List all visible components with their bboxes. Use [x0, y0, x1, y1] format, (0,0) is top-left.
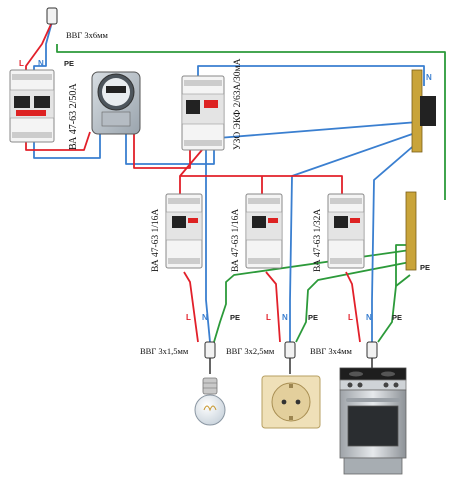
circuit-breaker-2-label: ВА 47-63 1/16А	[231, 209, 241, 272]
circuit-breaker-1-label: ВА 47-63 1/16А	[151, 209, 161, 272]
n-wire-rcd-to-busbar	[197, 65, 425, 86]
supply-cable-label: ВВГ 3х6мм	[66, 30, 109, 40]
l-wire-rcd-to-breakers	[179, 149, 343, 194]
electric-stove-icon	[339, 367, 407, 475]
supply-l-label: L	[19, 59, 24, 68]
circuit-3-pe-label: PE	[392, 313, 402, 322]
cable-sleeve-1	[204, 341, 216, 359]
pe-busbar-label: PE	[420, 263, 430, 272]
rcd-label: УЗО ЭКФ 2/63А/30мА	[233, 58, 243, 150]
l-wire-circuit-1	[183, 271, 199, 343]
circuit-3-cable-label: ВВГ 3х4мм	[310, 346, 353, 356]
circuit-1-cable-label: ВВГ 3х1,5мм	[140, 346, 189, 356]
circuit-2-cable-label: ВВГ 3х2,5мм	[226, 346, 275, 356]
circuit-breaker-2	[245, 193, 283, 269]
n-busbar-label: N	[426, 73, 432, 82]
l-wire-circuit-2	[265, 271, 281, 343]
supply-n-label: N	[38, 59, 44, 68]
socket-icon	[261, 375, 321, 429]
l-wire-meter-to-rcd	[133, 132, 191, 169]
pe-wire-circuit-2	[295, 261, 411, 343]
light-bulb-icon	[194, 377, 226, 426]
supply-cable-end	[46, 7, 58, 25]
circuit-1-pe-label: PE	[230, 313, 240, 322]
cable-sleeve-2	[284, 341, 296, 359]
circuit-breaker-1	[165, 193, 203, 269]
circuit-1-l-label: L	[186, 313, 191, 322]
n-wire-supply	[33, 21, 101, 159]
n-wire-circuit-3	[371, 141, 419, 342]
l-wire-circuit-3	[345, 271, 361, 343]
circuit-breaker-3	[327, 193, 365, 269]
circuit-breaker-3-label: ВА 47-63 1/32А	[313, 209, 323, 272]
circuit-2-l-label: L	[266, 313, 271, 322]
circuit-3-l-label: L	[348, 313, 353, 322]
main-breaker-label: ВА 47-63 2/50А	[68, 83, 79, 150]
pe-wire-circuit-3	[377, 274, 411, 343]
n-wire-circuit-2	[289, 131, 419, 342]
circuit-3-n-label: N	[366, 313, 372, 322]
circuit-1-n-label: N	[202, 313, 208, 322]
supply-cable-sleeve	[46, 7, 58, 25]
n-busbar	[411, 69, 436, 153]
pe-wire-circuit-1	[213, 249, 411, 343]
n-wire-meter-to-rcd	[125, 132, 215, 165]
pe-wire-supply	[56, 44, 446, 200]
main-breaker	[9, 69, 55, 143]
circuit-2-n-label: N	[282, 313, 288, 322]
supply-pe-label: PE	[64, 59, 74, 68]
electricity-meter	[91, 71, 141, 135]
cable-sleeve-3	[366, 341, 378, 359]
circuit-2-pe-label: PE	[308, 313, 318, 322]
pe-busbar	[405, 191, 417, 271]
rcd-device	[181, 75, 225, 151]
